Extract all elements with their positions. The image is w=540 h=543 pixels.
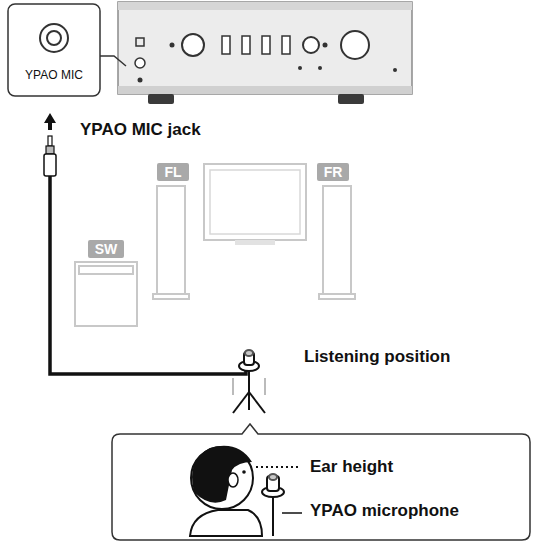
drawing-part bbox=[318, 66, 322, 70]
drawing-part bbox=[135, 58, 145, 68]
drawing-part bbox=[272, 497, 274, 536]
inset-leader bbox=[100, 56, 126, 66]
plug-ring bbox=[46, 146, 54, 154]
plug-body bbox=[44, 154, 56, 176]
drawing-part bbox=[136, 38, 144, 46]
drawing-part bbox=[298, 66, 302, 70]
drawing-part bbox=[249, 392, 265, 413]
drawing-part bbox=[190, 510, 262, 536]
node-text: YPAO MIC bbox=[25, 68, 83, 82]
callout-box: Ear heightYPAO microphone bbox=[112, 434, 530, 540]
drawing-part bbox=[264, 378, 266, 395]
drawing-part bbox=[242, 36, 250, 54]
microphone-tripod bbox=[233, 350, 265, 413]
node-text: Ear height bbox=[310, 457, 393, 477]
drawing-part bbox=[192, 446, 252, 503]
callout-microphone bbox=[262, 474, 284, 536]
position-label: Listening position bbox=[304, 347, 450, 367]
speaker-label: SW bbox=[95, 240, 118, 258]
drawing-part bbox=[210, 170, 300, 234]
drawing-part bbox=[228, 473, 238, 487]
drawing-part bbox=[222, 36, 230, 54]
drawing-part bbox=[248, 392, 250, 410]
jack-inset-box: YPAO MIC bbox=[8, 4, 100, 96]
drawing-part bbox=[157, 186, 185, 296]
drawing-part bbox=[148, 94, 174, 104]
insert-arrow bbox=[44, 113, 56, 130]
inset-frame bbox=[8, 4, 100, 96]
drawing-part bbox=[282, 36, 290, 54]
person bbox=[190, 446, 262, 536]
speaker-label: FL bbox=[164, 163, 181, 181]
front-left-speaker bbox=[153, 186, 189, 299]
speaker-tab: FL bbox=[157, 163, 188, 181]
drawing-part bbox=[242, 470, 246, 474]
drawing-part bbox=[233, 392, 249, 413]
microphone-leader bbox=[282, 512, 302, 514]
drawing-part bbox=[323, 43, 328, 48]
drawing-part bbox=[118, 2, 412, 10]
drawing-part bbox=[245, 350, 253, 356]
drawing-part bbox=[393, 68, 397, 72]
drawing-part bbox=[319, 294, 355, 299]
receiver bbox=[118, 2, 412, 104]
drawing-part bbox=[269, 474, 277, 480]
speaker-label: FR bbox=[324, 163, 343, 181]
drawing-part bbox=[79, 266, 133, 274]
speaker-tab: FR bbox=[317, 163, 350, 181]
callout-frame bbox=[112, 424, 530, 540]
drawing-part bbox=[170, 43, 175, 48]
drawing-part bbox=[341, 31, 369, 59]
drawing-part bbox=[182, 34, 204, 56]
drawing-part bbox=[262, 36, 270, 54]
drawing-part bbox=[118, 86, 412, 94]
node-text: YPAO microphone bbox=[310, 501, 459, 521]
speaker-tab: SW bbox=[88, 240, 125, 258]
drawing-part bbox=[153, 294, 189, 299]
tv bbox=[204, 164, 306, 240]
drawing-part bbox=[232, 378, 234, 395]
drawing-part bbox=[323, 186, 351, 296]
drawing-part bbox=[303, 37, 319, 53]
drawing-part bbox=[338, 94, 364, 104]
drawing-part bbox=[235, 240, 275, 245]
jack-outer bbox=[40, 24, 68, 52]
subwoofer bbox=[75, 262, 137, 326]
drawing-part bbox=[248, 371, 250, 392]
jack-label: YPAO MIC jack bbox=[80, 120, 201, 140]
drawing-part bbox=[138, 78, 143, 83]
ear-height-line bbox=[256, 466, 300, 468]
drawing-part bbox=[75, 262, 137, 326]
drawing-part bbox=[118, 2, 412, 94]
jack-inner bbox=[47, 31, 61, 45]
front-right-speaker bbox=[319, 186, 355, 299]
plug-tip bbox=[48, 136, 52, 146]
